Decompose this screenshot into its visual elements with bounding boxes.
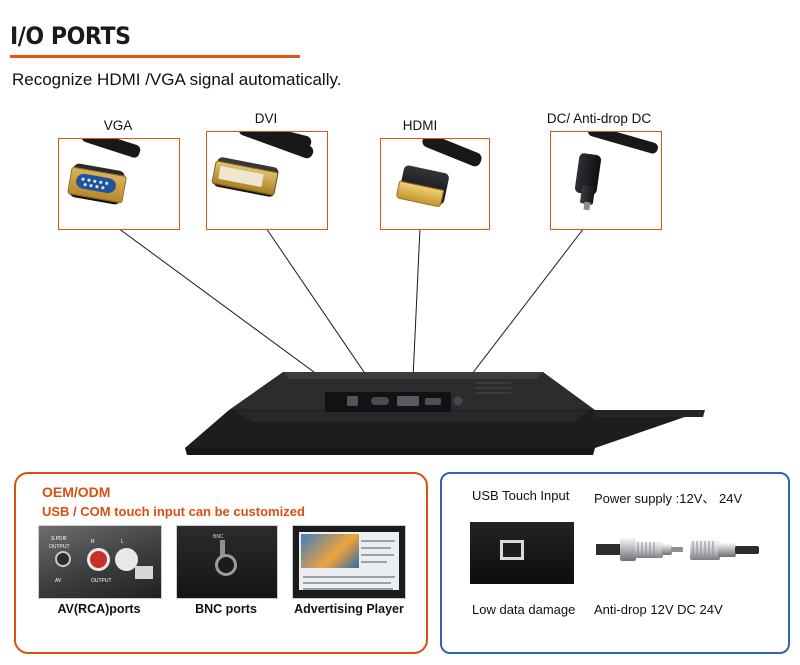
rca-jack-left	[115, 548, 138, 571]
connector-box-dc	[550, 131, 662, 230]
thumb-anti-drop-connectors	[590, 516, 770, 586]
rca-label-left: L	[121, 539, 124, 545]
connector-label-dc: DC/ Anti-drop DC	[546, 111, 652, 126]
dc-cable-icon	[586, 132, 660, 155]
label-usb-touch-input: USB Touch Input	[472, 488, 570, 503]
connector-label-vga: VGA	[103, 118, 133, 133]
usb-b-port-icon	[500, 540, 524, 560]
panel-usb-power: USB Touch Input Power supply :12V、 24V	[440, 472, 790, 654]
connector-box-dvi	[206, 131, 328, 230]
thumb-advertising-player	[292, 525, 406, 599]
label-power-supply: Power supply :12V、 24V	[594, 491, 743, 506]
advertising-player-image	[301, 534, 359, 568]
bnc-connector-icon	[215, 554, 237, 576]
advertising-player-screen	[299, 532, 399, 590]
thumb-bnc-ports: BNC	[176, 525, 278, 599]
page-subtitle: Recognize HDMI /VGA signal automatically…	[12, 70, 342, 89]
rca-label-right: R	[91, 539, 95, 545]
connector-box-vga	[58, 138, 180, 230]
vga-cable-icon	[80, 139, 142, 159]
rca-label-av: AV	[55, 578, 62, 584]
connector-label-dvi: DVI	[254, 111, 278, 126]
label-low-data-damage: Low data damage	[472, 602, 576, 617]
page-title: I/O PORTS	[10, 22, 131, 50]
caption-rca-ports: AV(RCA)ports	[57, 602, 141, 616]
panel-left-subtitle: USB / COM touch input can be customized	[42, 504, 305, 519]
connector-label-hdmi: HDMI	[402, 118, 438, 133]
dc-tip-icon	[583, 201, 591, 211]
caption-advertising-player: Advertising Player	[294, 602, 404, 616]
monitor-illustration	[175, 370, 705, 462]
label-anti-drop-power: Anti-drop 12V DC 24V	[594, 602, 723, 617]
connector-box-hdmi	[380, 138, 490, 230]
rca-label-output-top: OUTPUT	[49, 544, 70, 550]
thumb-usb-touch-input	[470, 522, 574, 584]
panel-left-title: OEM/ODM	[42, 484, 111, 500]
rca-label-spdif: S.PDIF	[51, 536, 68, 542]
hdmi-cable-icon	[420, 139, 484, 169]
rca-hdmi-slot	[135, 566, 153, 579]
title-underline	[10, 55, 300, 58]
caption-bnc-ports: BNC ports	[195, 602, 257, 616]
bnc-stem-icon	[220, 540, 225, 556]
rca-label-output-bottom: OUTPUT	[91, 578, 112, 584]
rca-jack-right	[87, 548, 110, 571]
panel-oem-odm: OEM/ODM USB / COM touch input can be cus…	[14, 472, 428, 654]
thumb-rca-ports: S.PDIF OUTPUT R L AV OUTPUT	[38, 525, 162, 599]
rca-jack-spdif	[55, 551, 71, 567]
